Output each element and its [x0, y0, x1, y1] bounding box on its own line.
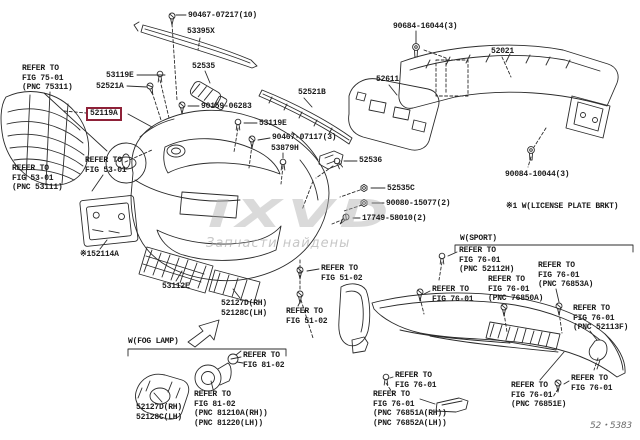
label-license-plate-note: ※1 W(LICENSE PLATE BRKT) — [506, 202, 619, 211]
label-w-fog-lamp-section: W(FOG LAMP) — [128, 337, 179, 346]
part-label-52021[interactable]: 52021 — [491, 47, 515, 56]
watermark-subtitle: Запчасти найдены — [206, 236, 351, 251]
part-label-90467-07117[interactable]: 90467-07117(3) — [272, 133, 337, 142]
part-label-90080-15077[interactable]: 90080-15077(2) — [386, 199, 451, 208]
screw-icon — [296, 266, 304, 280]
reinforcement-drawing — [398, 44, 619, 139]
label-refer-fig-76-01-76853A: REFER TO FIG 76-01 (PNC 76853A) — [538, 261, 594, 289]
label-refer-fig-81-02-b: REFER TO FIG 81-02 (PNC 81210A(RH)) (PNC… — [194, 390, 268, 428]
bolt-icon — [412, 43, 420, 58]
label-refer-fig-51-02-b: REFER TO FIG 51-02 — [286, 307, 328, 326]
leader-lines — [43, 14, 598, 405]
hook-drawing — [588, 339, 608, 370]
part-label-90467-07217[interactable]: 90467-07217(10) — [188, 11, 258, 20]
label-refer-fig-53-01-b: REFER TO FIG 53-01 — [85, 156, 127, 175]
retainer-drawing — [318, 150, 344, 170]
emblem-drawing — [105, 142, 147, 184]
label-refer-fig-76-01-76851A: REFER TO FIG 76-01 (PNC 76851A(RH)) (PNC… — [373, 390, 447, 428]
screw-icon — [168, 12, 176, 26]
section-bracket-lines — [127, 244, 634, 357]
label-refer-fig-81-02-a: REFER TO FIG 81-02 — [243, 351, 285, 370]
part-label-52119A[interactable]: 52119A — [86, 107, 122, 121]
part-label-53395X[interactable]: 53395X — [187, 27, 215, 36]
part-label-52114A[interactable]: ※152114A — [80, 250, 119, 259]
bumper-cover-drawing — [130, 109, 330, 282]
energy-absorber-drawing — [348, 78, 440, 151]
screw-icon — [296, 290, 304, 304]
part-label-52535C[interactable]: 52535C — [387, 184, 415, 193]
label-refer-fig-75-01: REFER TO FIG 75-01 (PNC 75311) — [22, 64, 73, 92]
part-label-52535[interactable]: 52535 — [192, 62, 216, 71]
part-label-52611[interactable]: 52611 — [376, 75, 400, 84]
part-label-52521B[interactable]: 52521B — [298, 88, 326, 97]
part-label-52521A[interactable]: 52521A — [96, 82, 124, 91]
label-refer-fig-76-01-76850A: REFER TO FIG 76-01 (PNC 76850A) — [488, 275, 544, 303]
watermark-logo: IXVD — [208, 192, 395, 236]
label-refer-fig-76-01-b: REFER TO FIG 76-01 — [395, 371, 437, 390]
side-seal-drawing — [258, 89, 353, 145]
label-refer-fig-76-01-76851E: REFER TO FIG 76-01 (PNC 76851E) — [511, 381, 567, 409]
part-label-90084-10044[interactable]: 90084-10044(3) — [505, 170, 570, 179]
license-bracket-drawing — [79, 195, 139, 247]
label-w-sport-section: W(SPORT) — [460, 234, 497, 243]
part-label-90684-16044[interactable]: 90684-16044(3) — [393, 22, 458, 31]
bracket-52535-drawing — [189, 81, 228, 111]
nut-icon — [360, 183, 368, 193]
label-refer-fig-76-01-52113F: REFER TO FIG 76-01 (PNC 52113F) — [573, 304, 629, 332]
stay-drawing — [351, 336, 469, 413]
label-refer-fig-76-01-52112H: REFER TO FIG 76-01 (PNC 52112H) — [459, 246, 515, 274]
screw-icon — [500, 303, 508, 317]
screw-icon — [248, 135, 256, 149]
part-label-52127D-upper[interactable]: 52127D(RH) 52128C(LH) — [221, 299, 268, 318]
seal-strip-drawing — [133, 21, 258, 69]
fog-cover-drawing — [208, 269, 261, 304]
part-label-90159-06283[interactable]: 90159-06283 — [201, 102, 252, 111]
dashed-lines — [63, 23, 599, 398]
part-label-53119E-b[interactable]: 53119E — [259, 119, 287, 128]
label-figure-code: 52・5383 — [590, 421, 632, 431]
screw-icon — [178, 101, 186, 115]
part-label-52536[interactable]: 52536 — [359, 156, 383, 165]
grille-drawing — [0, 91, 90, 186]
part-label-53112E[interactable]: 53112E — [162, 282, 190, 291]
part-label-52127D-lower[interactable]: 52127D(RH) 52128C(LH) — [136, 403, 183, 422]
part-label-53119E-a[interactable]: 53119E — [106, 71, 134, 80]
label-refer-fig-53-01-a: REFER TO FIG 53-01 (PNC 53111) — [12, 164, 63, 192]
lower-grille-drawing — [138, 246, 214, 294]
label-refer-fig-51-02-a: REFER TO FIG 51-02 — [321, 264, 363, 283]
arrow-icon — [187, 319, 220, 348]
part-label-53879H[interactable]: 53879H — [271, 144, 299, 153]
label-refer-fig-76-01-a: REFER TO FIG 76-01 — [432, 285, 474, 304]
part-label-17749-58010[interactable]: 17749-58010(2) — [362, 214, 427, 223]
screw-icon — [145, 81, 157, 96]
label-refer-fig-76-01-c: REFER TO FIG 76-01 — [571, 374, 613, 393]
fog-lamp-drawing — [135, 350, 244, 420]
sport-bumper-drawing — [338, 283, 626, 378]
